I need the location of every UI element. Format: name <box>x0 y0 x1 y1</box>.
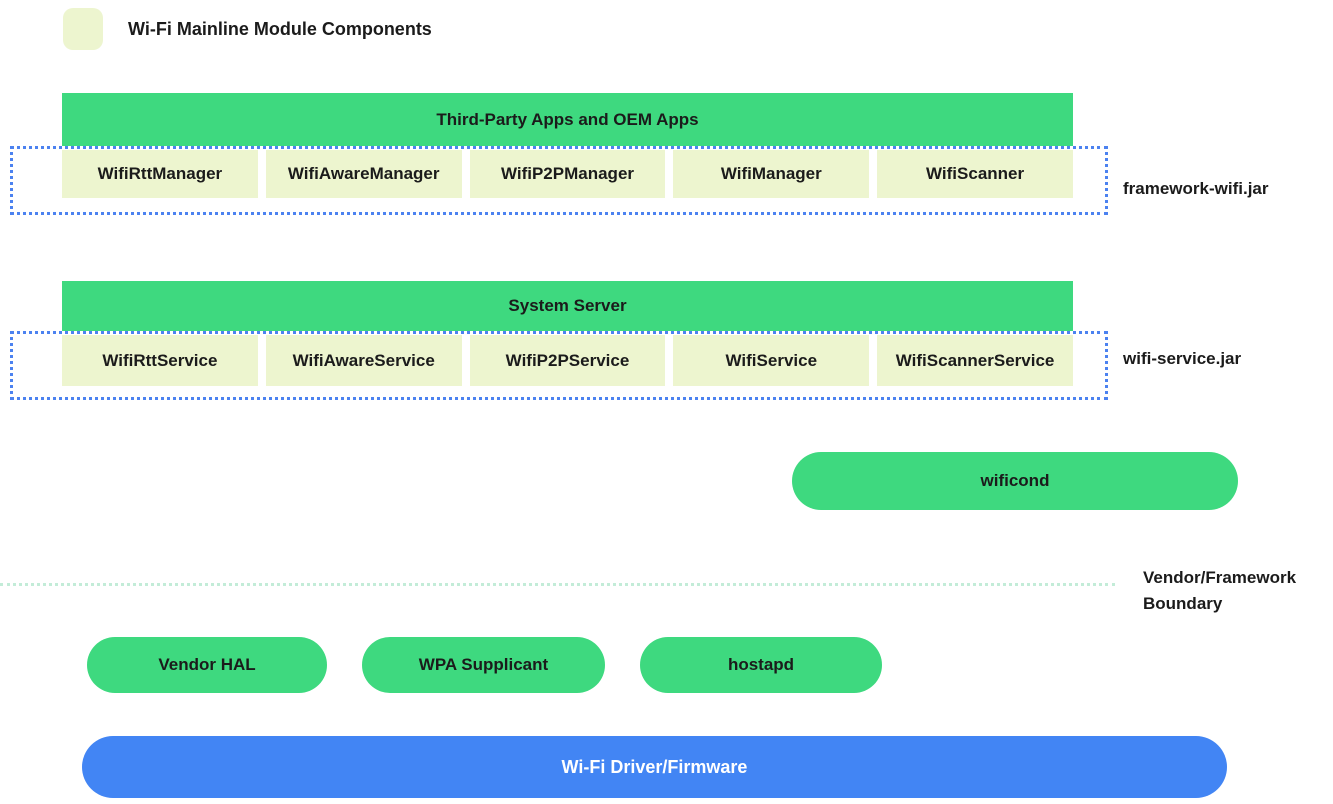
hostapd-pill: hostapd <box>640 637 882 693</box>
wifi-service-jar-label: wifi-service.jar <box>1123 349 1242 368</box>
wifi-driver-firmware-bar: Wi-Fi Driver/Firmware <box>82 736 1227 798</box>
wifi-driver-firmware-label: Wi-Fi Driver/Firmware <box>561 756 748 777</box>
manager-box-row: WifiRttManager WifiAwareManager WifiP2PM… <box>62 150 1073 198</box>
box-wifiawareservice: WifiAwareService <box>265 335 462 386</box>
box-wifirttmanager: WifiRttManager <box>62 150 258 198</box>
box-wifiscannerservice: WifiScannerService <box>877 335 1073 386</box>
box-wifip2pservice: WifiP2PService <box>469 335 666 386</box>
legend-mainline-swatch <box>63 8 103 50</box>
box-wifirttservice: WifiRttService <box>62 335 258 386</box>
vendor-framework-boundary-line <box>0 583 1115 586</box>
system-server-bar: System Server <box>62 281 1073 331</box>
legend-label: Wi-Fi Mainline Module Components <box>128 18 432 39</box>
wpa-supplicant-label: WPA Supplicant <box>418 655 549 674</box>
wificond-pill: wificond <box>792 452 1238 510</box>
hostapd-label: hostapd <box>727 655 795 674</box>
vendor-hal-pill: Vendor HAL <box>87 637 327 693</box>
service-box-row: WifiRttService WifiAwareService WifiP2PS… <box>62 335 1073 386</box>
wifi-service-jar-group-border <box>10 331 1108 400</box>
third-party-apps-bar: Third-Party Apps and OEM Apps <box>62 93 1073 146</box>
box-wifiawaremanager: WifiAwareManager <box>265 150 462 198</box>
box-wifiscanner: WifiScanner <box>877 150 1073 198</box>
box-wifiservice: WifiService <box>673 335 870 386</box>
wpa-supplicant-pill: WPA Supplicant <box>362 637 605 693</box>
framework-wifi-jar-group-border <box>10 146 1108 215</box>
box-wifip2pmanager: WifiP2PManager <box>469 150 666 198</box>
framework-wifi-jar-label: framework-wifi.jar <box>1123 179 1269 198</box>
vendor-framework-boundary-label: Vendor/Framework Boundary <box>1143 568 1297 613</box>
box-wifimanager: WifiManager <box>673 150 870 198</box>
system-server-label: System Server <box>508 296 627 315</box>
wificond-label: wificond <box>980 471 1050 490</box>
vendor-hal-label: Vendor HAL <box>158 655 256 674</box>
third-party-apps-label: Third-Party Apps and OEM Apps <box>436 109 699 129</box>
